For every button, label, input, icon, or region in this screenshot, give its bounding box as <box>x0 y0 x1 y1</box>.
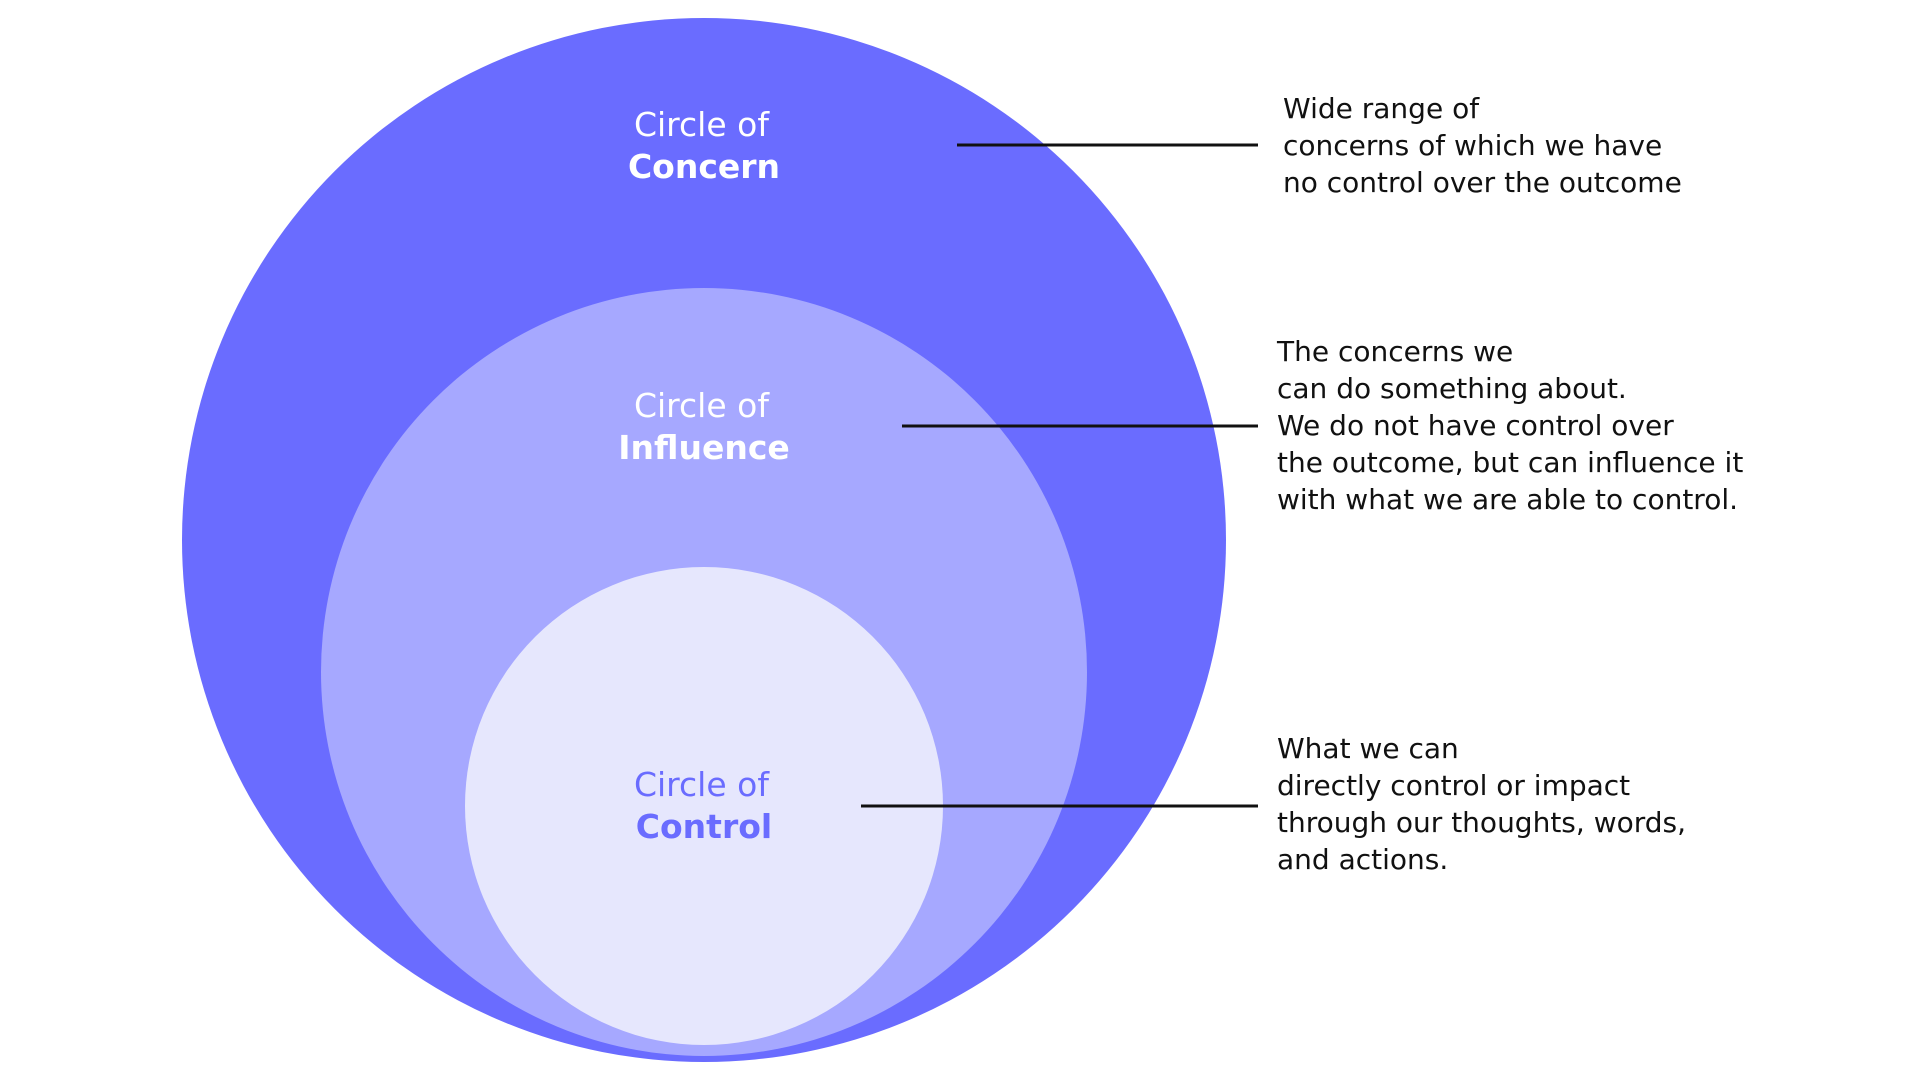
description-line: can do something about. <box>1277 372 1627 405</box>
description-line: Wide range of <box>1283 92 1480 125</box>
description-concern: Wide range of concerns of which we have … <box>1283 90 1682 201</box>
description-line: directly control or impact <box>1277 769 1631 802</box>
label-circle-of-influence: Circle of Influence <box>618 386 790 467</box>
description-line: no control over the outcome <box>1283 166 1682 199</box>
description-line: The concerns we <box>1277 335 1514 368</box>
description-control: What we can directly control or impact t… <box>1277 730 1686 878</box>
description-line: the outcome, but can influence it <box>1277 446 1744 479</box>
description-line: What we can <box>1277 732 1459 765</box>
description-line: concerns of which we have <box>1283 129 1663 162</box>
description-line: with what we are able to control. <box>1277 483 1739 516</box>
circle-of-control <box>465 567 943 1045</box>
description-line: We do not have control over <box>1277 409 1674 442</box>
description-line: and actions. <box>1277 843 1449 876</box>
description-line: through our thoughts, words, <box>1277 806 1687 839</box>
description-influence: The concerns we can do something about. … <box>1277 333 1743 518</box>
label-circle-of-control: Circle of Control <box>634 765 774 846</box>
label-circle-of-concern: Circle of Concern <box>628 105 780 186</box>
